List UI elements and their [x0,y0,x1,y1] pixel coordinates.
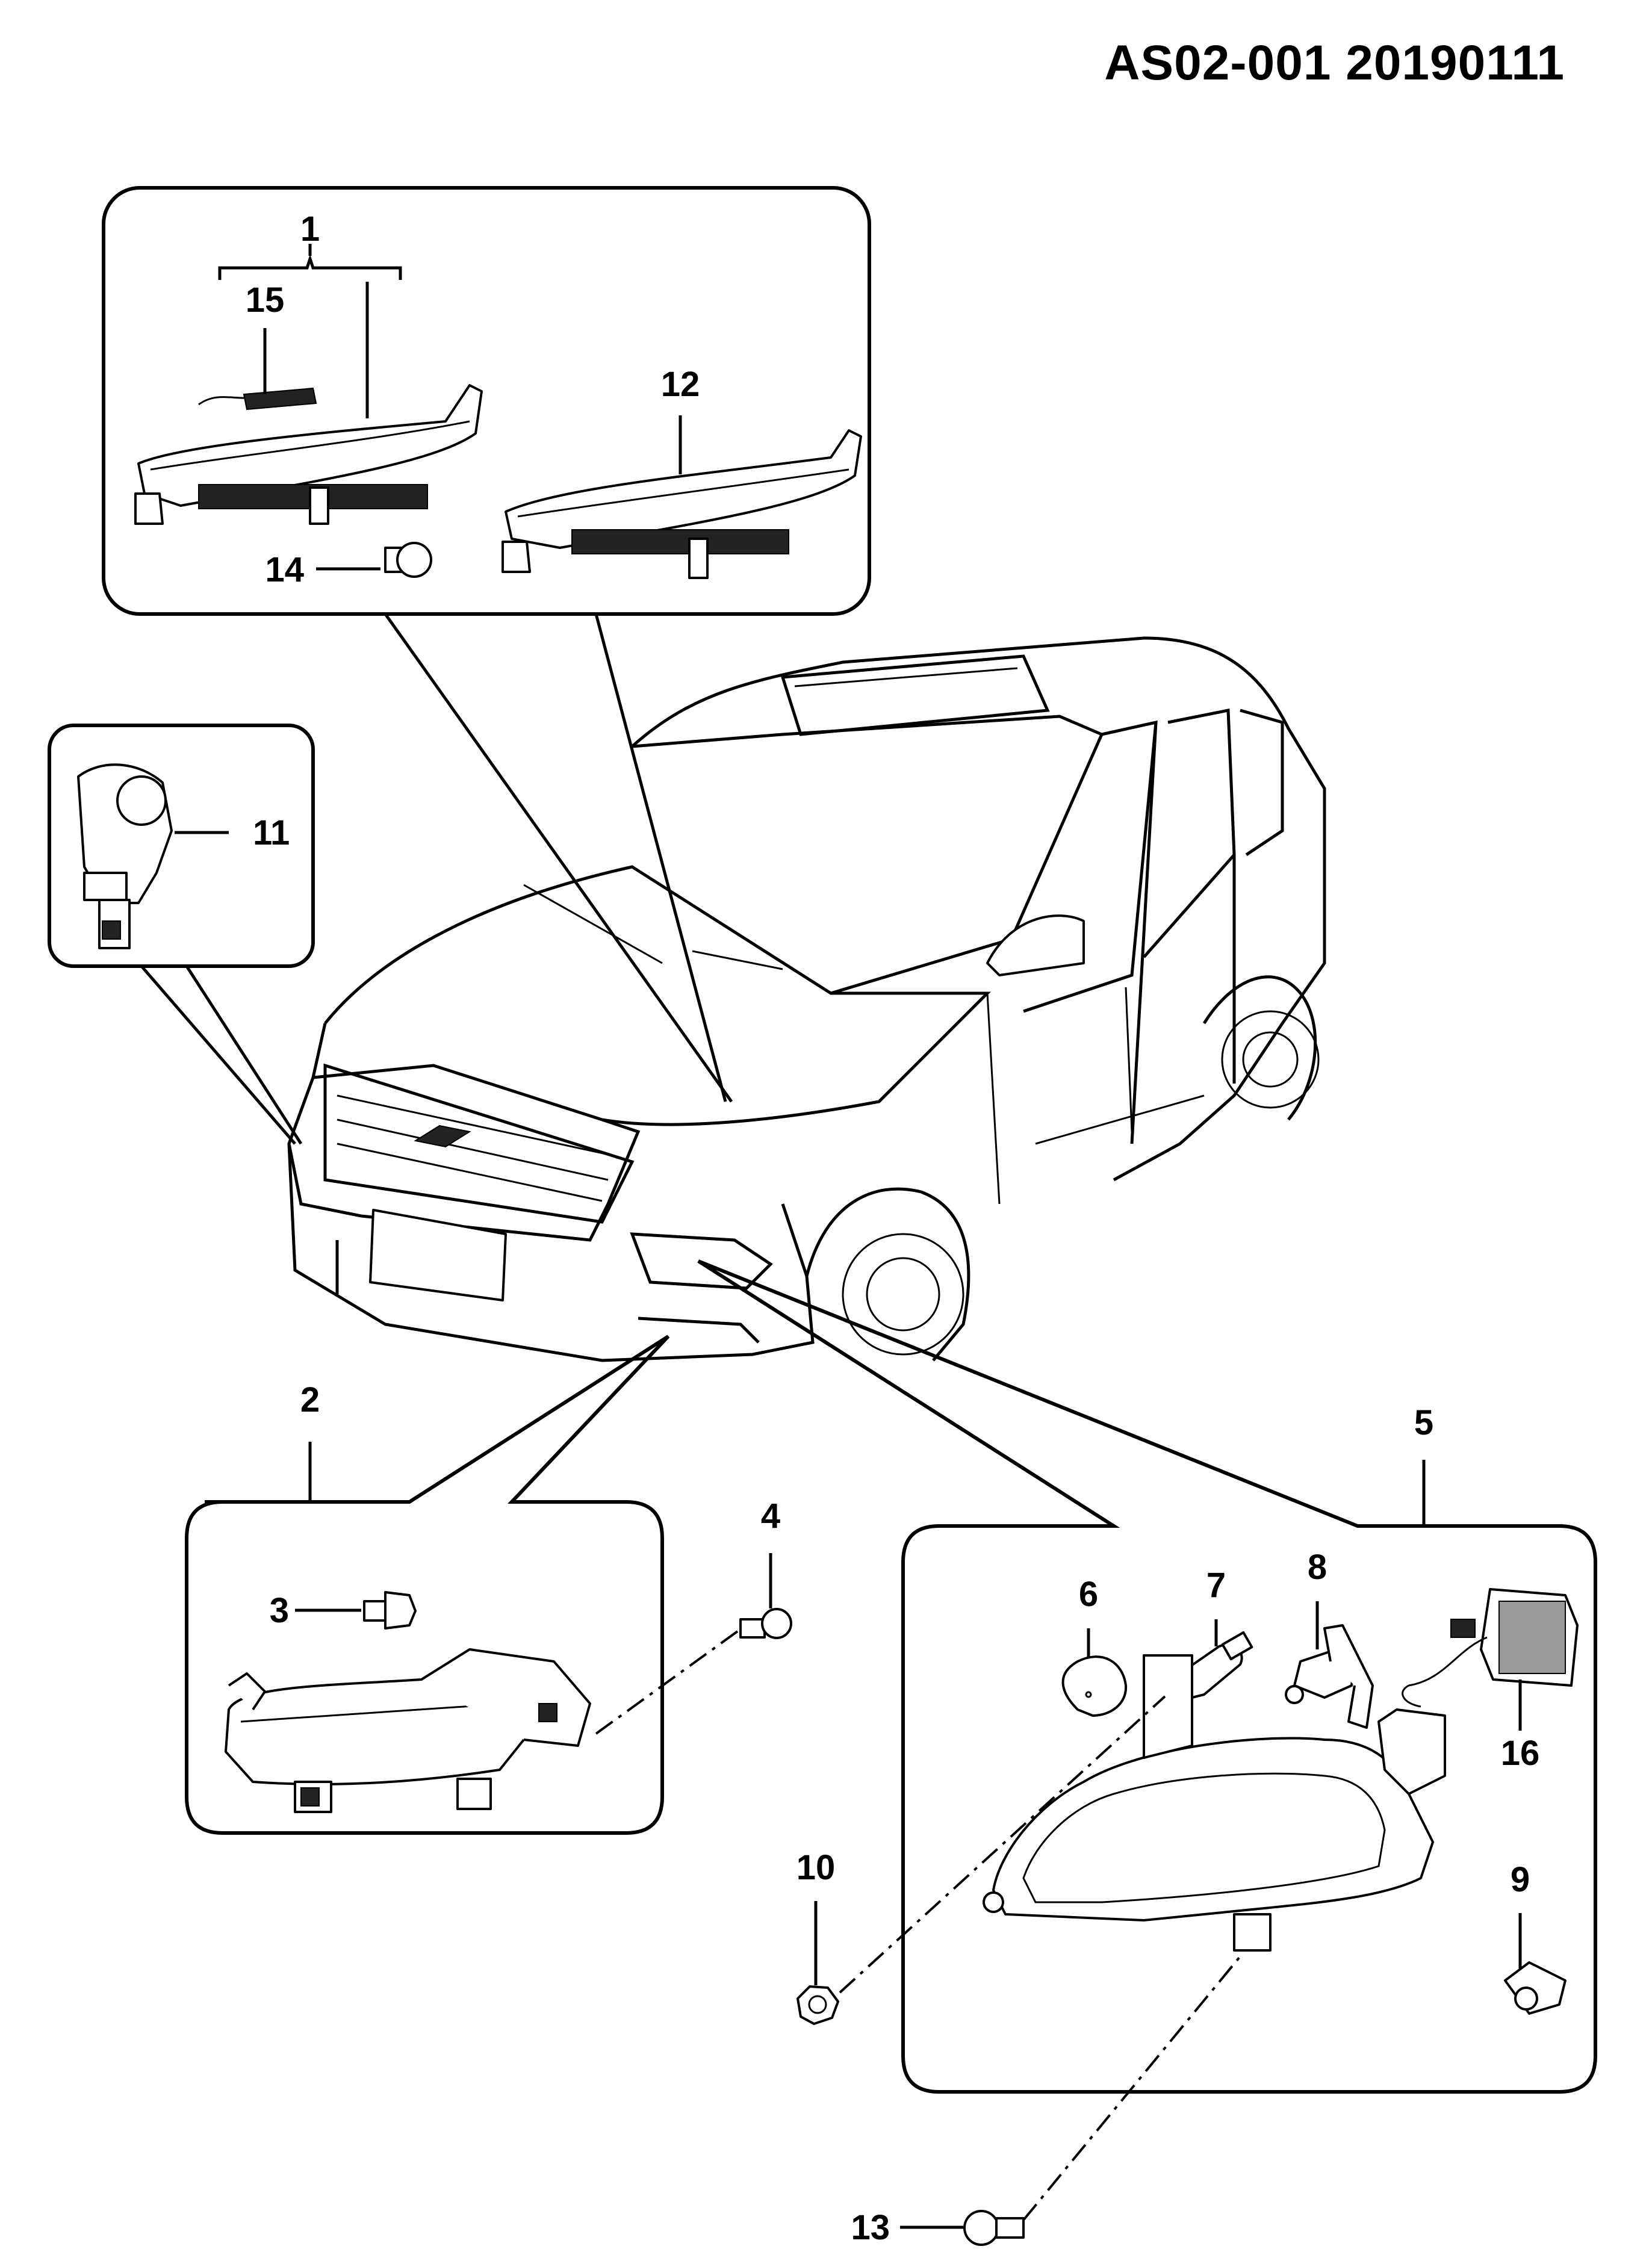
detail-box-right [697,1259,1597,2094]
callout-1: 1 [300,209,320,249]
screw-4-part [739,1608,792,1639]
socket-8-part [1285,1624,1374,1729]
control-module-16-part [1402,1588,1579,1708]
nut-10-part [796,1985,839,2025]
callout-14: 14 [265,550,304,589]
fog-lamp-part [225,1648,591,1813]
callout-9: 9 [1511,1860,1530,1899]
callout-12: 12 [661,365,700,404]
drl-lamp-right-part [502,429,862,579]
callout-4: 4 [761,1496,780,1536]
screw-3-part [363,1591,417,1630]
group-front-turn-signal: 5 6 7 8 16 9 10 13 [697,1259,1597,2247]
diagram-code: AS02-001 20190111 [1104,36,1565,90]
headlamp-leveling-part [77,763,173,949]
detail-box-left [48,724,315,968]
callout-2: 2 [300,1380,320,1419]
detail-box-middle [185,1335,670,1835]
turn-signal-lamp-part [983,1654,1446,1952]
callout-16: 16 [1501,1734,1540,1773]
callout-5: 5 [1414,1403,1433,1442]
callout-10: 10 [796,1848,836,1887]
bolt-13-part [963,2210,1025,2246]
socket-9-part [1504,1961,1567,2015]
bolt-14-part [384,542,432,578]
group-fog-lamp: 2 3 4 [185,1335,792,1835]
callout-15: 15 [246,281,285,320]
detail-box-top [102,186,871,616]
bulb-6-part [1061,1655,1128,1717]
callout-11: 11 [253,813,290,852]
callout-6: 6 [1079,1575,1098,1614]
group-daytime-running-lamp: 1 15 12 14 [102,186,871,1103]
vehicle-illustration [287,636,1326,1362]
callout-7: 7 [1206,1566,1226,1605]
callout-8: 8 [1308,1548,1327,1587]
callout-3: 3 [270,1591,289,1630]
callout-13: 13 [851,2208,890,2247]
drl-lamp-left-part [134,384,483,525]
group-headlamp-leveling: 11 [48,724,315,1145]
